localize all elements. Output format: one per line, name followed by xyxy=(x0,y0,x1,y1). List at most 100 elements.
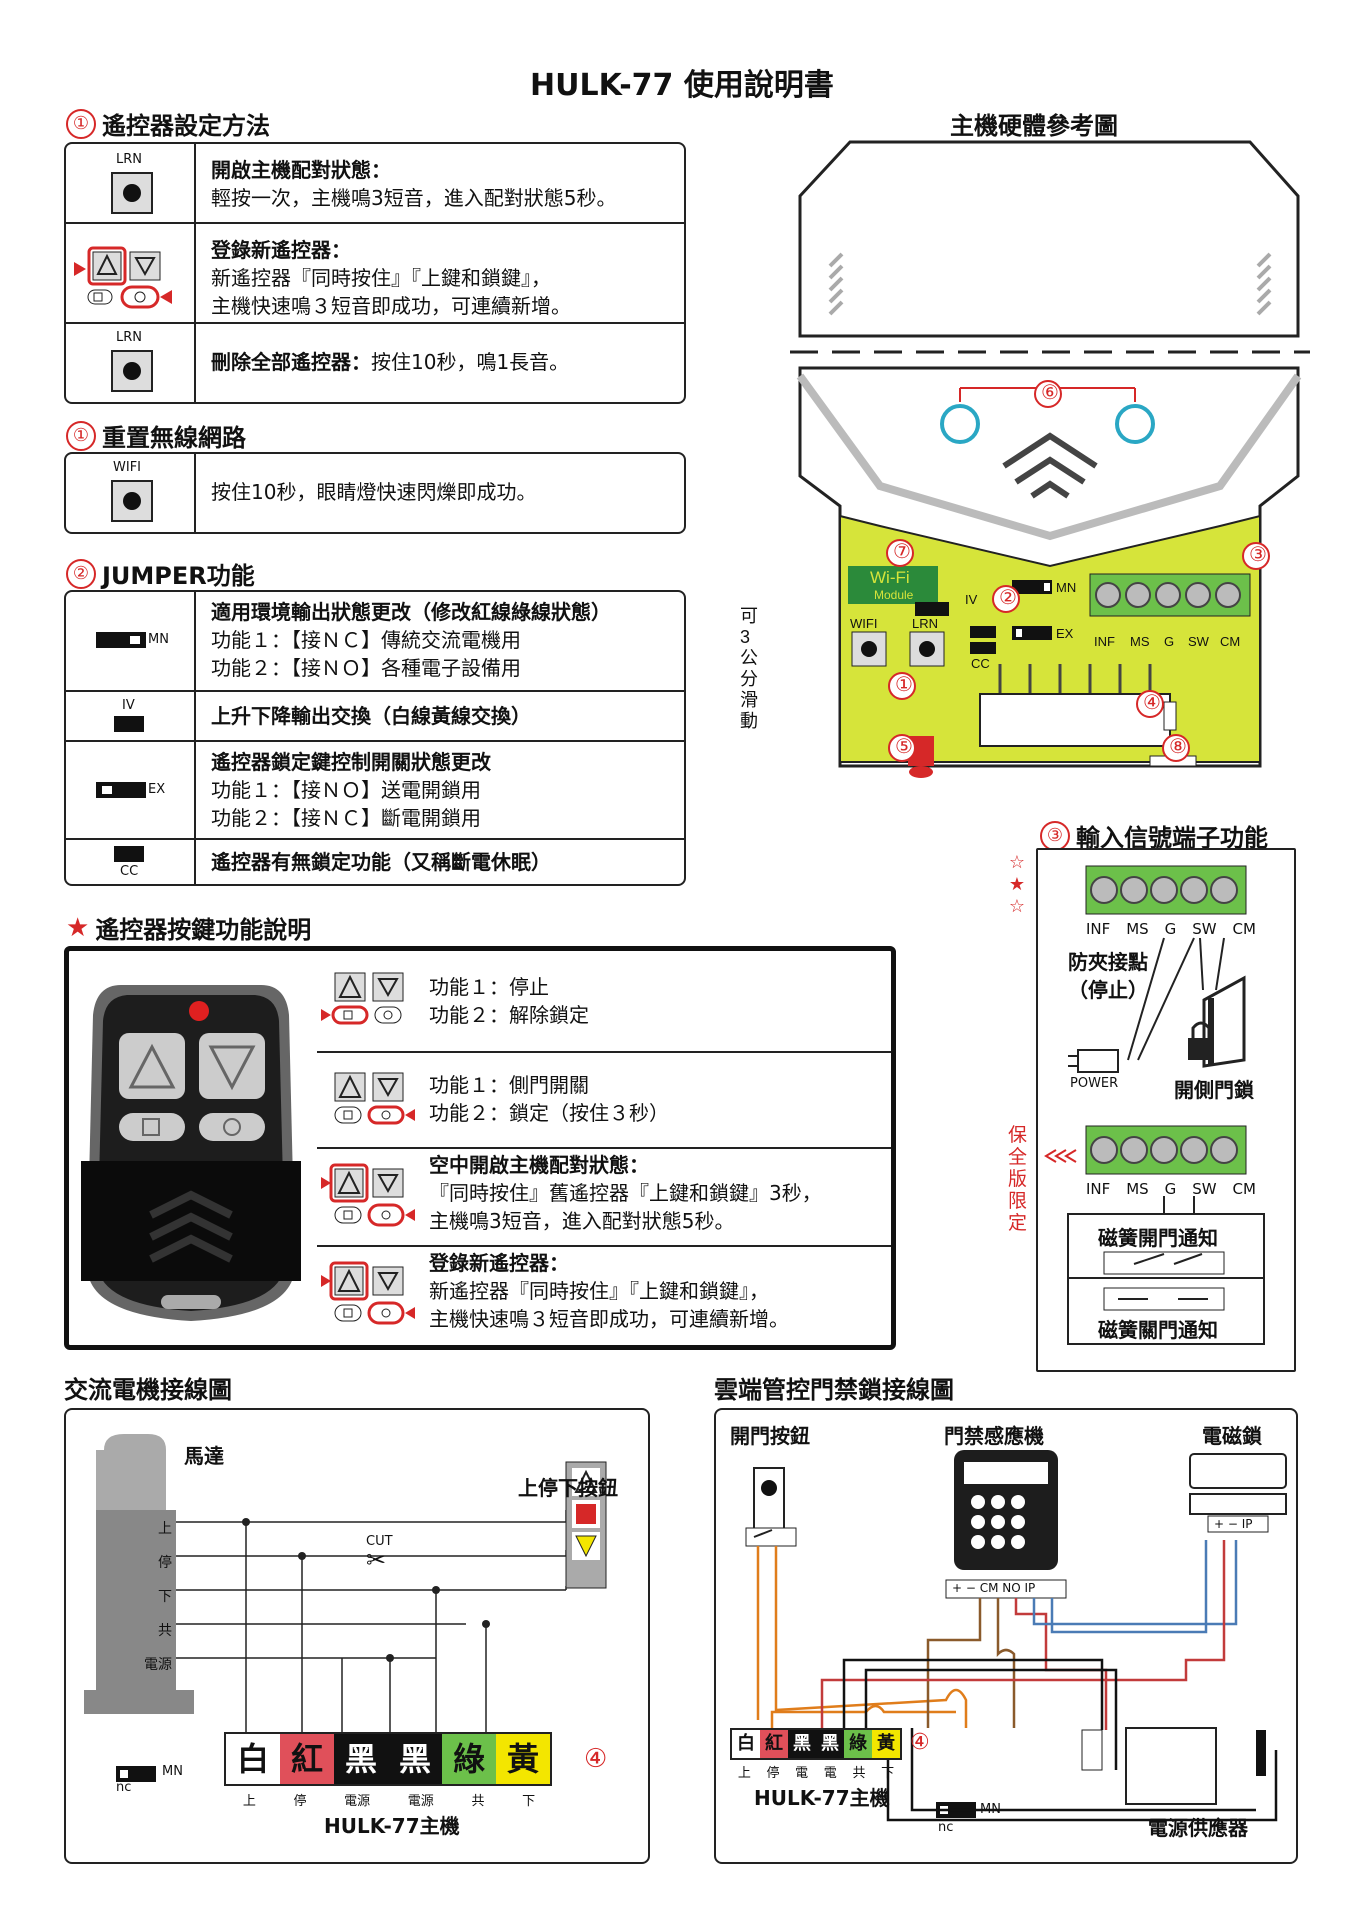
row-heading: 登錄新遙控器： xyxy=(429,1251,569,1275)
motor-up-label: 上 xyxy=(158,1521,172,1537)
row-heading: 登錄新遙控器： xyxy=(211,238,351,262)
inf-label: INF xyxy=(1086,1180,1111,1198)
mn-label: MN xyxy=(1056,580,1077,595)
hollow-star-icon: ☆ xyxy=(1008,896,1026,917)
cloud-wiring-diagram xyxy=(745,1450,1287,1822)
marker-2: ② xyxy=(999,587,1017,609)
row-text: 按住10秒，鳴1長音。 xyxy=(371,350,570,374)
jumper-table: MN 適用環境輸出狀態更改（修改紅線綠線狀態） 功能１：【接ＮＣ】傳統交流電機用… xyxy=(64,590,686,886)
row-text: 新遙控器『同時按住』『上鍵和鎖鍵』， xyxy=(429,1279,769,1303)
wire-function-labels: 上停電源電源共下 xyxy=(224,1790,554,1809)
mn-label: MN xyxy=(162,1764,183,1779)
marker-6: ⑥ xyxy=(1041,382,1059,404)
lrn-button-icon xyxy=(111,350,153,392)
row-text: 『同時按住』舊遙控器『上鍵和鎖鍵』3秒， xyxy=(429,1181,822,1205)
ac-wiring-panel: 馬達 上停下按鈕 CUT ✂ 上 停 下 共 電源 白 紅 黑 黑 綠 黃 ④ … xyxy=(64,1408,650,1864)
row-heading: 開啟主機配對狀態： xyxy=(211,158,391,182)
wire-function-label: 共 xyxy=(852,1766,866,1781)
hardware-diagram xyxy=(790,140,1310,778)
g-label: G xyxy=(1164,1180,1177,1198)
lrn-label: LRN xyxy=(912,616,939,631)
ms-label: MS xyxy=(1126,920,1149,938)
jumper-ex-icon xyxy=(96,782,146,798)
lrn-label: LRN xyxy=(116,330,142,345)
marker-4: ④ xyxy=(584,1744,608,1774)
scissors-icon: ✂ xyxy=(366,1546,387,1574)
wire-color-strip: 白 紅 黑 黑 綠 黃 xyxy=(730,1728,902,1760)
wire-green: 綠 xyxy=(844,1730,872,1758)
mn-label: MN xyxy=(148,632,169,647)
wire-red: 紅 xyxy=(760,1730,788,1758)
remote-setup-table: LRN 開啟主機配對狀態： 輕按一次，主機鳴3短音，進入配對狀態5秒。 xyxy=(64,142,686,404)
row-text: 功能１：【接ＮＣ】傳統交流電機用 xyxy=(211,628,521,652)
remote-keys-panel: 功能１：停止 功能２：解除鎖定 功能１：側門開關 功能２：鎖定（按住３秒） 空中 xyxy=(64,946,896,1350)
section-title: JUMPER功能 xyxy=(102,562,255,590)
row-text: 功能２：【接ＮＯ】各種電子設備用 xyxy=(211,656,521,680)
remote-keys-icon xyxy=(321,972,404,1025)
row-heading: 空中開啟主機配對狀態： xyxy=(429,1153,649,1177)
row-heading: 遙控器鎖定鍵控制開關狀態更改 xyxy=(211,750,491,774)
hollow-star-icon: ☆ xyxy=(1008,852,1026,873)
inf-label: INF xyxy=(1086,920,1111,938)
wire-function-labels: 上停電電共下 xyxy=(730,1762,902,1781)
remote-keys-icon xyxy=(334,1072,415,1125)
lrn-button-icon xyxy=(111,172,153,214)
section-title: 遙控器按鍵功能說明 xyxy=(95,916,312,944)
section-reset-wifi-heading: ① 重置無線網路 xyxy=(66,418,246,453)
cloud-wiring-panel: 開門按鈕 門禁感應機 電磁鎖 + − CM NO IP + − IP 電源供應器… xyxy=(714,1408,1298,1864)
g-label: G xyxy=(1164,920,1177,938)
marker-4: ④ xyxy=(910,1730,930,1755)
star-icon: ★ xyxy=(1008,874,1026,895)
ex-label: EX xyxy=(148,782,166,797)
wire-black: 黑 xyxy=(788,1730,816,1758)
remote-row: 功能１：停止 功能２：解除鎖定 xyxy=(317,951,891,1053)
wire-function-label: 電源 xyxy=(344,1794,371,1809)
row-heading: 遙控器有無鎖定功能（又稱斷電休眠） xyxy=(211,850,551,874)
jumper-iv-icon xyxy=(114,716,144,732)
ac-wiring-title: 交流電機接線圖 xyxy=(64,1376,232,1404)
wifi-module-sub-label: Module xyxy=(874,588,914,602)
row-text: 主機鳴3短音，進入配對狀態5秒。 xyxy=(429,1209,735,1233)
motor-down-label: 下 xyxy=(158,1589,172,1605)
row-text: 功能２：解除鎖定 xyxy=(429,1003,589,1027)
access-reader-label: 門禁感應機 xyxy=(944,1424,1044,1448)
ex-label: EX xyxy=(1056,626,1074,641)
remote-row: 功能１：側門開關 功能２：鎖定（按住３秒） xyxy=(317,1051,891,1149)
maglock-label: 電磁鎖 xyxy=(1202,1424,1262,1448)
wire-function-label: 停 xyxy=(766,1766,780,1781)
wire-function-label: 電 xyxy=(795,1766,809,1781)
cm-label: CM xyxy=(1220,634,1241,649)
section-remote-setup-heading: ① 遙控器設定方法 xyxy=(66,106,270,141)
row-text: 主機快速鳴３短音即成功，可連續新增。 xyxy=(211,294,571,318)
lrn-label: LRN xyxy=(116,152,142,167)
reader-terminal-label: + − CM NO IP xyxy=(952,1581,1036,1595)
wifi-button-icon xyxy=(111,480,153,522)
hardware-labels: ⑥ ⑦ ② ③ ① ④ ⑤ ⑧ Wi-Fi Module IV MN EX CC… xyxy=(740,136,1310,796)
unit-label: HULK-77主機 xyxy=(754,1786,890,1810)
jumper-mn-icon xyxy=(96,632,146,648)
g-label: G xyxy=(1164,634,1175,649)
inf-label: INF xyxy=(1094,634,1115,649)
wire-function-label: 共 xyxy=(471,1794,485,1809)
remote-control-image xyxy=(81,985,301,1321)
wire-black: 黑 xyxy=(388,1734,442,1784)
cut-label: CUT xyxy=(366,1534,393,1549)
terminal-diagram xyxy=(1044,865,1265,1345)
side-door-lock-label: 開側門鎖 xyxy=(1174,1078,1254,1102)
section-jumper-heading: ② JUMPER功能 xyxy=(66,556,255,591)
mn-label: MN xyxy=(980,1802,1001,1817)
star-icon: ★ xyxy=(66,912,90,943)
section-remote-keys-heading: ★ 遙控器按鍵功能說明 xyxy=(66,910,311,945)
sw-label: SW xyxy=(1192,1180,1217,1198)
marker-7: ⑦ xyxy=(893,541,911,563)
wire-function-label: 上 xyxy=(737,1766,751,1781)
sw-label: SW xyxy=(1192,920,1217,938)
row-text: 功能２：鎖定（按住３秒） xyxy=(429,1101,669,1125)
wifi-module-label: Wi-Fi xyxy=(870,568,910,587)
row-text: 功能１：【接ＮＯ】送電開鎖用 xyxy=(211,778,481,802)
unit-label: HULK-77主機 xyxy=(324,1814,460,1838)
marker-5: ⑤ xyxy=(895,736,913,758)
wire-function-label: 下 xyxy=(881,1766,895,1781)
anti-pinch-label: 防夾接點 xyxy=(1068,950,1148,974)
